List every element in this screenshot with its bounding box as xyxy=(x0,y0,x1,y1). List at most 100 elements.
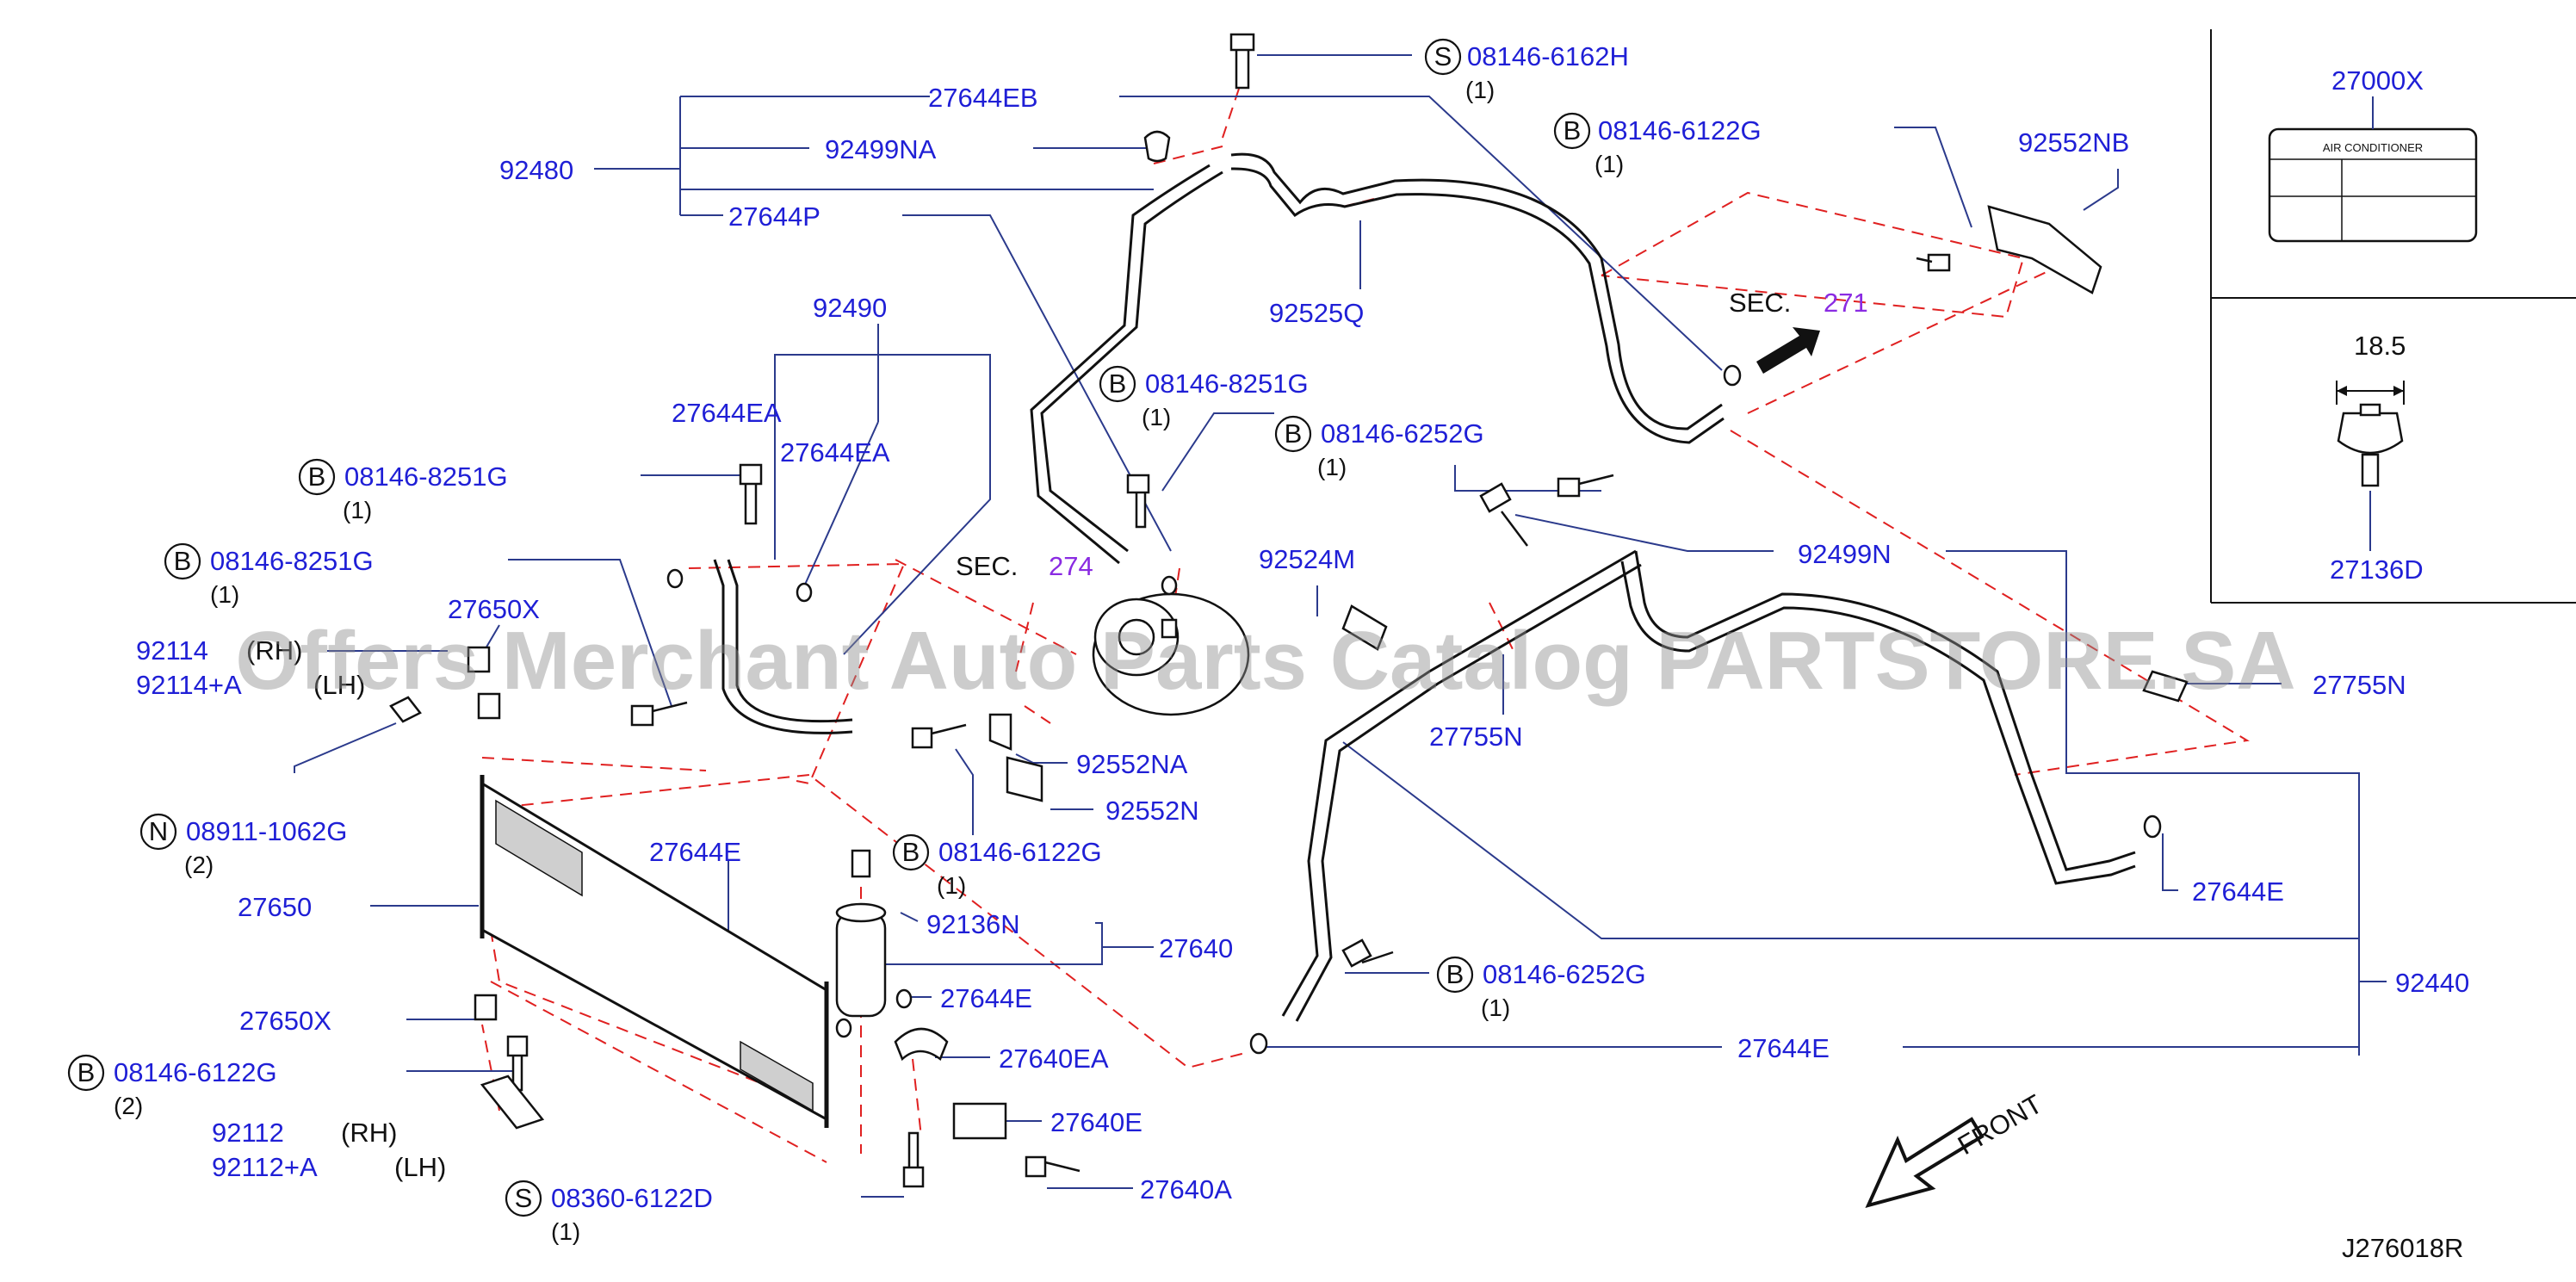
svg-text:B: B xyxy=(77,1057,96,1087)
callout-92114A: 92114+A xyxy=(136,670,242,700)
callout-92136N: 92136N xyxy=(926,909,1020,939)
fastener-f6-qty: (1) xyxy=(210,581,239,608)
callout-27640E: 27640E xyxy=(1050,1107,1142,1137)
fastener-f1-qty: (1) xyxy=(1465,77,1495,103)
callout-27644EB: 27644EB xyxy=(928,83,1038,113)
callout-27136D: 27136D xyxy=(2330,554,2424,585)
callout-92112: 92112 xyxy=(212,1118,284,1148)
diagram-code: J276018R xyxy=(2342,1233,2463,1263)
components xyxy=(389,33,2189,1209)
callout-92114: 92114 xyxy=(136,635,208,666)
receiver-drier-27640 xyxy=(835,849,887,1018)
badge-b-5: B xyxy=(164,542,201,580)
badge-b-4: B xyxy=(298,458,336,496)
part-callouts: 27644EB 92499NA 92480 27644P 92525Q 9255… xyxy=(136,83,2469,1205)
svg-text:B: B xyxy=(902,837,920,867)
callout-27755N-1: 27755N xyxy=(1429,722,1523,752)
ac-label-text: AIR CONDITIONER xyxy=(2323,141,2423,154)
badge-s-bottom: S xyxy=(505,1180,542,1217)
badges: S B B B B B N B B B S xyxy=(67,38,1591,1217)
fastener-f7-code: 08911-1062G xyxy=(186,816,347,846)
fastener-f3-code: 08146-8251G xyxy=(1145,368,1309,399)
badge-b-7: B xyxy=(1436,956,1474,994)
svg-text:B: B xyxy=(1109,368,1127,399)
dimension-18-5: 18.5 xyxy=(2354,331,2406,361)
callout-27650: 27650 xyxy=(238,892,312,922)
compressor xyxy=(1092,592,1250,716)
fastener-f2-qty: (1) xyxy=(1595,151,1624,177)
label-sec-271-word: SEC. xyxy=(1729,288,1791,318)
badge-b-1: B xyxy=(1553,112,1591,150)
callout-92490: 92490 xyxy=(813,293,887,323)
callout-92112A: 92112+A xyxy=(212,1152,318,1182)
fastener-f3-qty: (1) xyxy=(1142,404,1171,430)
pipes xyxy=(713,152,2136,1022)
fastener-f9-qty: (1) xyxy=(1481,994,1510,1021)
callout-27644E-2: 27644E xyxy=(940,983,1032,1013)
label-rh-92112: (RH) xyxy=(341,1118,397,1148)
badge-b-2: B xyxy=(1099,365,1136,403)
inset-panel: AIR CONDITIONER 27000X 18.5 27136D xyxy=(2210,29,2576,604)
callout-92499N: 92499N xyxy=(1798,539,1892,569)
o-rings xyxy=(666,364,2162,1055)
callout-27755N-2: 27755N xyxy=(2313,670,2406,700)
fastener-f2-code: 08146-6122G xyxy=(1598,115,1762,146)
callout-27644EA-2: 27644EA xyxy=(780,437,890,468)
callout-27644P: 27644P xyxy=(728,201,820,232)
badge-s-top: S xyxy=(1424,38,1462,76)
callout-92552NB: 92552NB xyxy=(2018,127,2129,158)
ac-label-sticker: AIR CONDITIONER xyxy=(2268,127,2478,243)
clip-27136D xyxy=(2336,381,2405,487)
svg-text:B: B xyxy=(1446,959,1464,989)
fastener-labels: 08146-6162H (1) 08146-6122G (1) 08146-82… xyxy=(114,41,1762,1245)
callout-27640EA: 27640EA xyxy=(999,1044,1109,1074)
fastener-f11-code: 08360-6122D xyxy=(551,1183,713,1213)
svg-text:S: S xyxy=(515,1183,533,1213)
svg-text:N: N xyxy=(149,816,168,846)
callout-27650X-top: 27650X xyxy=(448,594,540,624)
callout-27644E-4: 27644E xyxy=(1737,1033,1830,1063)
fastener-f5-code: 08146-8251G xyxy=(344,461,508,492)
badge-b-6: B xyxy=(892,833,930,871)
badge-b-3: B xyxy=(1274,415,1312,453)
callout-27640A: 27640A xyxy=(1140,1174,1232,1205)
svg-text:B: B xyxy=(1564,115,1582,146)
label-sec-271: 271 xyxy=(1824,288,1868,318)
callout-27640: 27640 xyxy=(1159,933,1233,963)
callout-92552N: 92552N xyxy=(1105,796,1199,826)
svg-text:B: B xyxy=(174,546,192,576)
sec-271-arrow xyxy=(1756,327,1820,374)
fastener-f9-code: 08146-6252G xyxy=(1483,959,1646,989)
callout-27000X: 27000X xyxy=(2331,65,2424,96)
callout-92525Q: 92525Q xyxy=(1269,298,1364,328)
svg-text:B: B xyxy=(308,461,326,492)
callout-27644E-3: 27644E xyxy=(2192,876,2284,907)
label-lh-92114: (LH) xyxy=(313,670,365,700)
label-sec-274-word: SEC. xyxy=(956,551,1018,581)
fastener-f1-code: 08146-6162H xyxy=(1467,41,1629,71)
leader-lines xyxy=(294,54,2387,1198)
label-rh-92114: (RH) xyxy=(246,635,302,666)
callout-27650X-bottom: 27650X xyxy=(239,1006,331,1036)
fastener-f5-qty: (1) xyxy=(343,497,372,523)
fastener-f4-qty: (1) xyxy=(1317,454,1347,480)
bolts xyxy=(389,33,1951,1188)
callout-92480: 92480 xyxy=(499,155,573,185)
callout-92524M: 92524M xyxy=(1259,544,1355,574)
badge-b-8: B xyxy=(67,1054,105,1092)
fastener-f10-qty: (2) xyxy=(114,1093,143,1119)
label-lh-92112: (LH) xyxy=(394,1152,446,1182)
fastener-f7-qty: (2) xyxy=(184,852,214,878)
label-sec-274: 274 xyxy=(1049,551,1093,581)
condenser-27650 xyxy=(480,775,829,1128)
watermark-text: Offers Merchant Auto Parts Catalog PARTS… xyxy=(235,615,2295,707)
fastener-f11-qty: (1) xyxy=(551,1218,580,1245)
fastener-f8-qty: (1) xyxy=(937,872,966,899)
callout-92499NA: 92499NA xyxy=(825,134,937,164)
callout-92552NA: 92552NA xyxy=(1076,749,1188,779)
brackets xyxy=(480,205,2189,1140)
fastener-f10-code: 08146-6122G xyxy=(114,1057,277,1087)
fastener-f6-code: 08146-8251G xyxy=(210,546,374,576)
